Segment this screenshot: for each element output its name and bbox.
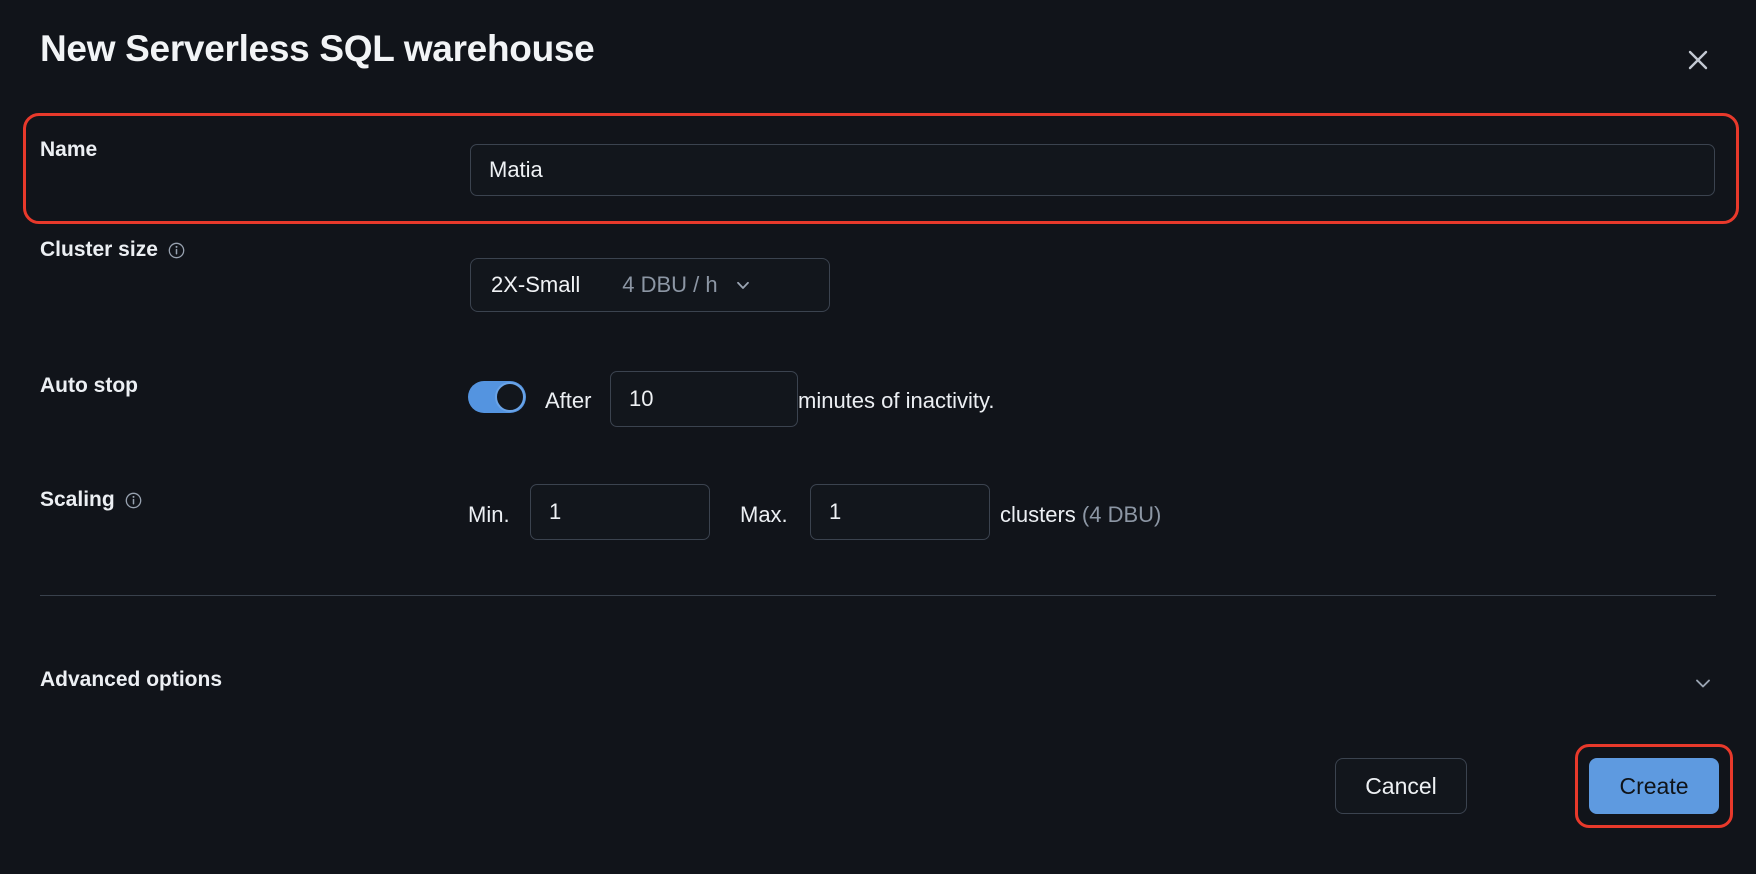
advanced-options-label: Advanced options [40, 668, 223, 691]
cluster-size-rate: 4 DBU / h [622, 272, 718, 297]
close-icon[interactable] [1676, 38, 1720, 82]
cluster-size-select[interactable]: 2X-Small 4 DBU / h [470, 258, 830, 312]
advanced-options-toggle[interactable]: Advanced options [0, 660, 1756, 704]
auto-stop-row: Auto stop [0, 360, 1756, 420]
name-label: Name [40, 138, 98, 161]
scaling-min-label: Min. [468, 502, 510, 527]
auto-stop-minutes-input[interactable] [610, 371, 798, 427]
scaling-label-wrap: Scaling [40, 488, 142, 512]
scaling-clusters-label: clusters (4 DBU) [1000, 502, 1161, 528]
create-button[interactable]: Create [1589, 758, 1719, 814]
scaling-max-label: Max. [740, 502, 788, 527]
auto-stop-after-label: After [545, 388, 592, 413]
scaling-min-input[interactable] [530, 484, 710, 540]
dialog-header: New Serverless SQL warehouse [0, 0, 1756, 112]
name-row: Name [0, 108, 1756, 208]
cluster-size-row: Cluster size [0, 230, 1756, 290]
auto-stop-suffix-label: minutes of inactivity. [798, 388, 995, 413]
dialog-title: New Serverless SQL warehouse [40, 28, 595, 69]
section-divider [40, 595, 1716, 596]
scaling-clusters-text: clusters [1000, 502, 1076, 527]
cancel-button[interactable]: Cancel [1335, 758, 1467, 814]
auto-stop-toggle-knob [495, 382, 525, 412]
scaling-max-input[interactable] [810, 484, 990, 540]
name-input[interactable] [470, 144, 1715, 196]
chevron-down-icon [1692, 672, 1714, 694]
cluster-size-label-wrap: Cluster size [40, 238, 185, 262]
auto-stop-label: Auto stop [40, 374, 138, 397]
info-icon[interactable] [125, 492, 142, 509]
auto-stop-label-wrap: Auto stop [40, 374, 138, 398]
scaling-clusters-dbu: (4 DBU) [1081, 502, 1162, 527]
cluster-size-label: Cluster size [40, 238, 158, 261]
scaling-label: Scaling [40, 488, 115, 511]
cluster-size-value: 2X-Small [491, 272, 581, 297]
info-icon[interactable] [168, 242, 185, 259]
auto-stop-toggle[interactable] [468, 381, 526, 413]
dialog-footer: Cancel Create [0, 740, 1756, 840]
chevron-down-icon [734, 276, 752, 294]
name-label-wrap: Name [40, 138, 97, 162]
scaling-row: Scaling [0, 473, 1756, 533]
